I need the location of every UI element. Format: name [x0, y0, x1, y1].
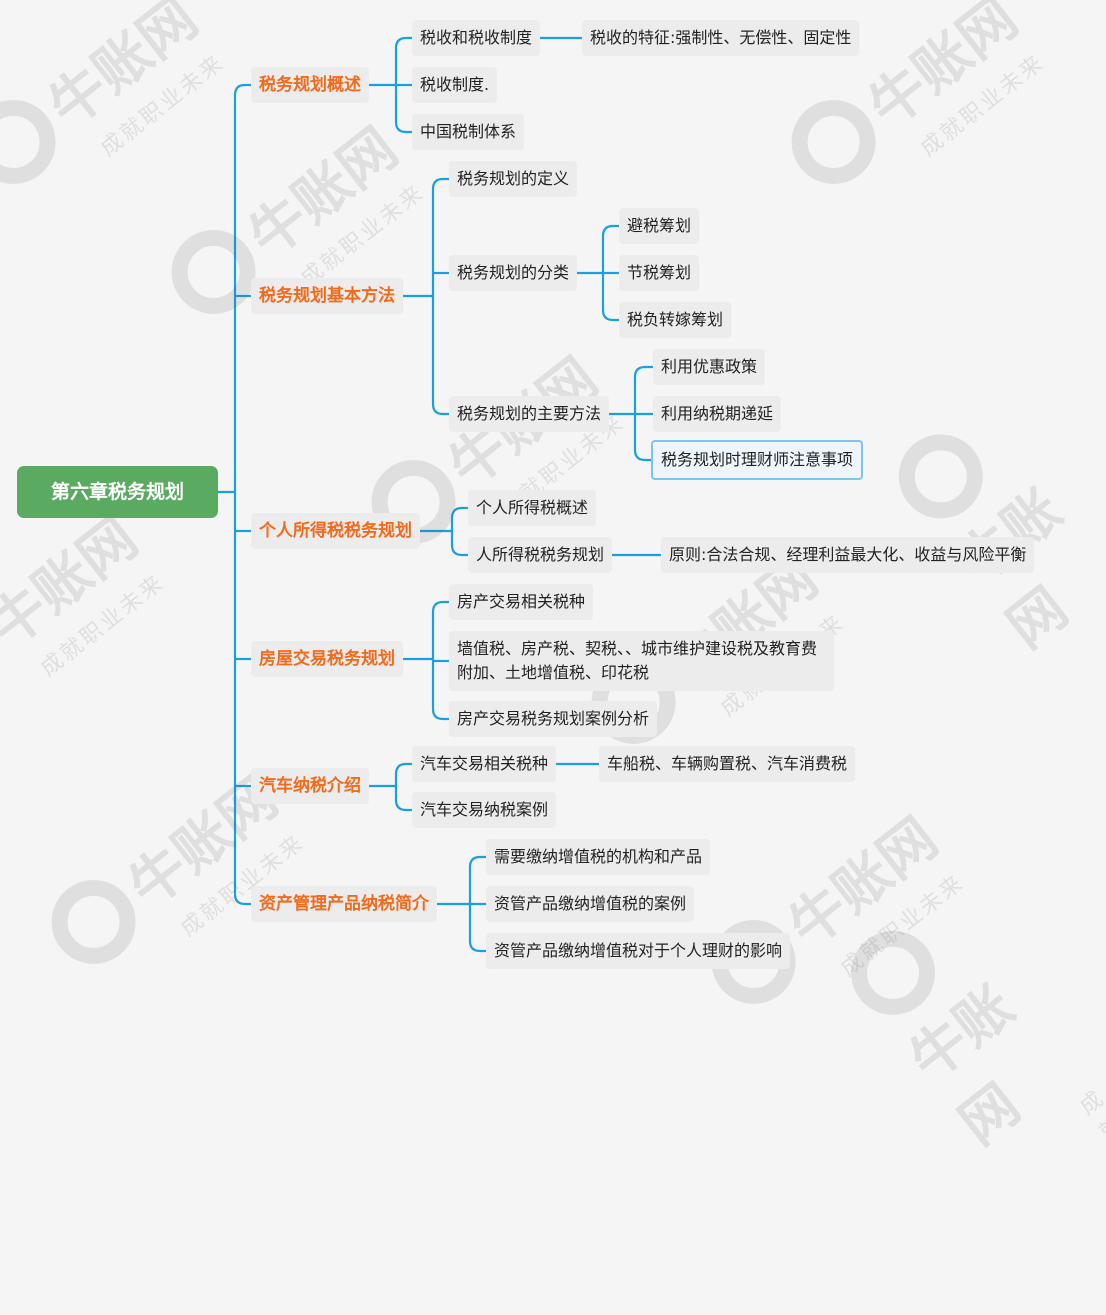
- node-preferential-policies[interactable]: 利用优惠政策: [653, 349, 766, 385]
- node-tax-saving[interactable]: 节税筹划: [619, 255, 700, 291]
- connector-line: [431, 403, 449, 416]
- node-tax-characteristics[interactable]: 税收的特征:强制性、无偿性、固定性: [582, 20, 860, 56]
- branch-tax-planning-methods[interactable]: 税务规划基本方法: [251, 278, 403, 314]
- node-vat-cases[interactable]: 资管产品缴纳增值税的案例: [486, 886, 695, 922]
- connector-line: [233, 83, 251, 96]
- watermark-slogan: 成就职业未来: [1075, 1085, 1106, 1146]
- node-planning-definition[interactable]: 税务规划的定义: [449, 161, 578, 197]
- node-income-tax-principles[interactable]: 原则:合法合规、经理利益最大化、收益与风险平衡: [661, 537, 1035, 573]
- connector-line: [431, 708, 449, 721]
- connector-line: [450, 506, 468, 519]
- node-car-tax-list[interactable]: 车船税、车辆购置税、汽车消费税: [599, 746, 856, 782]
- node-housing-case-analysis[interactable]: 房产交易税务规划案例分析: [449, 701, 658, 737]
- node-china-tax-system[interactable]: 中国税制体系: [412, 114, 525, 150]
- connector-line: [394, 799, 412, 812]
- branch-car-tax[interactable]: 汽车纳税介绍: [251, 768, 369, 804]
- branch-tax-planning-overview[interactable]: 税务规划概述: [251, 67, 369, 103]
- node-planning-classification[interactable]: 税务规划的分类: [449, 255, 578, 291]
- node-vat-impact[interactable]: 资管产品缴纳增值税对于个人理财的影响: [486, 933, 791, 969]
- connector-line: [468, 940, 486, 953]
- connector-line: [601, 309, 619, 322]
- node-housing-tax-list[interactable]: 墙值税、房产税、契税、、城市维护建设税及教育费附加、土地增值税、印花税: [449, 631, 834, 691]
- node-car-tax-types[interactable]: 汽车交易相关税种: [412, 746, 557, 782]
- node-main-methods[interactable]: 税务规划的主要方法: [449, 396, 610, 432]
- node-vat-institutions[interactable]: 需要缴纳增值税的机构和产品: [486, 839, 711, 875]
- connector-line: [601, 224, 619, 237]
- branch-asset-management[interactable]: 资产管理产品纳税简介: [251, 886, 437, 922]
- connector-line: [450, 544, 468, 557]
- connector-line: [394, 121, 412, 134]
- node-tax-and-tax-system[interactable]: 税收和税收制度: [412, 20, 541, 56]
- node-car-tax-case[interactable]: 汽车交易纳税案例: [412, 792, 557, 828]
- node-tax-deferral[interactable]: 利用纳税期递延: [653, 396, 782, 432]
- connector-line: [468, 855, 486, 868]
- connector-lines: [218, 36, 661, 953]
- connector-line: [394, 762, 412, 775]
- connector-line: [394, 36, 412, 49]
- node-housing-tax-types[interactable]: 房产交易相关税种: [449, 584, 594, 620]
- connector-line: [431, 177, 449, 190]
- node-tax-system[interactable]: 税收制度.: [412, 67, 498, 103]
- connector-line: [431, 600, 449, 613]
- connector-line: [633, 365, 653, 378]
- node-income-tax-planning[interactable]: 人所得税税务规划: [468, 537, 613, 573]
- node-tax-avoidance[interactable]: 避税筹划: [619, 208, 700, 244]
- branch-housing-transaction[interactable]: 房屋交易税务规划: [251, 641, 403, 677]
- connector-line: [233, 893, 251, 906]
- node-planner-notes[interactable]: 税务规划时理财师注意事项: [651, 440, 864, 480]
- branch-personal-income-tax[interactable]: 个人所得税税务规划: [251, 513, 420, 549]
- node-tax-shifting[interactable]: 税负转嫁筹划: [619, 302, 732, 338]
- connector-line: [633, 449, 651, 462]
- node-income-tax-overview[interactable]: 个人所得税概述: [468, 490, 597, 526]
- root-node[interactable]: 第六章税务规划: [17, 466, 218, 518]
